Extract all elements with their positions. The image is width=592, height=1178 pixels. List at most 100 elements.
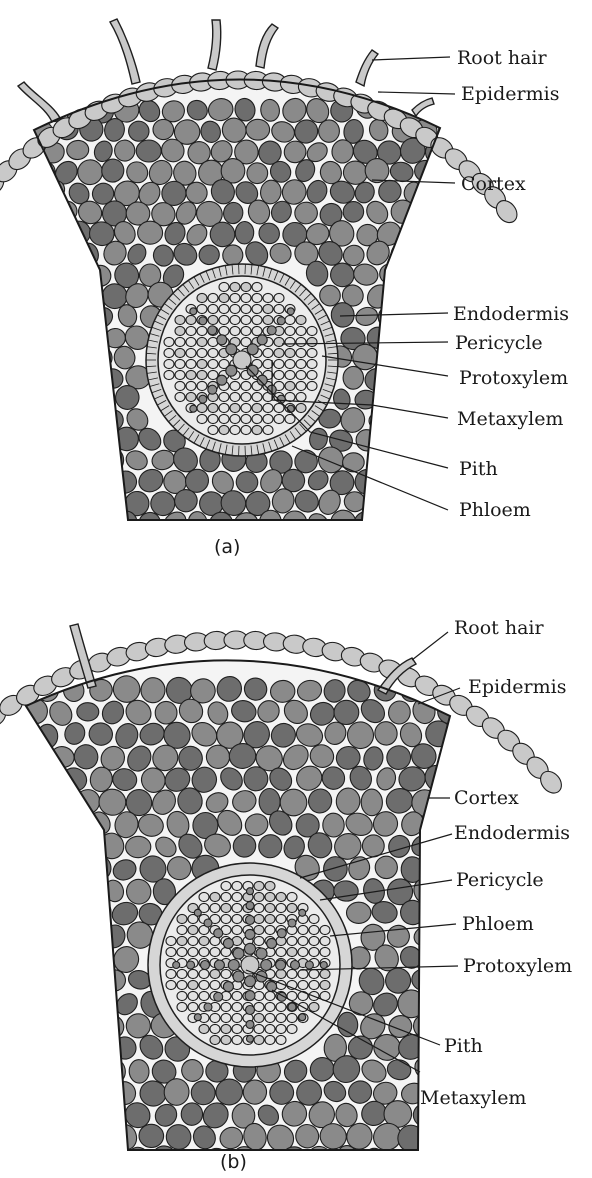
root-hair: [110, 19, 140, 84]
xylem-cell: [277, 317, 285, 325]
cortex-cell: [67, 471, 91, 492]
stele-cell: [221, 892, 231, 901]
label-a-protoxylem: Protoxylem: [459, 367, 568, 389]
stele-cell: [208, 414, 218, 423]
stele-cell: [186, 370, 196, 379]
cortex-cell: [426, 222, 450, 248]
stele-cell: [175, 348, 185, 357]
cortex-cell: [57, 986, 88, 1017]
cortex-cell: [41, 509, 68, 534]
stele-cell: [265, 1013, 275, 1022]
stele-cell: [285, 370, 295, 379]
cortex-cell: [414, 199, 436, 225]
root-hair: [412, 98, 434, 116]
cortex-cell: [412, 365, 439, 391]
cortex-cell: [61, 943, 88, 971]
cortex-cell: [424, 426, 451, 454]
stele-cell: [241, 282, 251, 291]
stele-cell: [232, 925, 242, 934]
stele-cell: [166, 947, 176, 956]
stele-cell: [164, 370, 174, 379]
stele-cell: [188, 1002, 198, 1011]
cortex-cell: [97, 1143, 130, 1176]
xylem-cell: [267, 982, 277, 992]
leader-a-epidermis: [378, 92, 455, 94]
cortex-cell: [18, 739, 55, 776]
cortex-cell: [13, 259, 47, 293]
cortex-cell: [16, 468, 43, 495]
stele-cell: [263, 403, 273, 412]
stele-cell: [252, 282, 262, 291]
xylem-cell: [245, 991, 255, 1001]
stele-cell: [296, 370, 306, 379]
stele-cell: [252, 403, 262, 412]
cortex-cell: [114, 140, 135, 162]
cortex-cell: [439, 243, 461, 264]
cortex-cell: [24, 789, 47, 815]
cortex-cell: [39, 343, 68, 371]
label-a-endodermis: Endodermis: [453, 303, 569, 325]
stele-cell: [219, 282, 229, 291]
stele-cell: [208, 315, 218, 324]
cortex-cell: [63, 301, 92, 330]
xylem-cell: [246, 916, 255, 925]
cortex-cell: [412, 406, 443, 436]
cortex-cell: [88, 1080, 114, 1108]
label-b-root-hair: Root hair: [454, 617, 544, 639]
stele-cell: [298, 980, 308, 989]
cortex-cell: [68, 346, 90, 369]
cortex-cell: [15, 423, 48, 456]
stele-cell: [186, 315, 196, 324]
xylem-cell: [217, 375, 227, 385]
cortex-cell: [52, 239, 81, 268]
cortex-cell: [399, 260, 427, 290]
stele-cell: [208, 293, 218, 302]
cortex-cell: [427, 346, 451, 371]
stele-cell: [274, 304, 284, 313]
cortex-cell: [11, 1079, 36, 1106]
cortex-cell: [9, 903, 35, 926]
stele-cell: [219, 326, 229, 335]
xylem-cell: [276, 960, 286, 970]
stele-cell: [188, 925, 198, 934]
xylem-cell: [288, 919, 296, 927]
stele-cell: [230, 304, 240, 313]
stele-cell: [274, 293, 284, 302]
cortex-cell: [439, 203, 461, 225]
stele-cell: [232, 881, 242, 890]
stele-cell: [219, 392, 229, 401]
stele-cell: [232, 903, 242, 912]
cortex-cell: [41, 264, 67, 288]
stele-cell: [197, 370, 207, 379]
stele-cell: [285, 359, 295, 368]
stele-cell: [232, 914, 242, 923]
cortex-cell: [70, 877, 102, 907]
stele-cell: [230, 392, 240, 401]
stele-cell: [197, 359, 207, 368]
xylem-cell: [194, 909, 201, 916]
stele-cell: [219, 425, 229, 434]
stele-cell: [199, 892, 209, 901]
xylem-cell: [190, 405, 197, 412]
cortex-cell: [34, 285, 54, 309]
stele-cell: [177, 969, 187, 978]
stele-cell: [296, 326, 306, 335]
cortex-cell: [390, 327, 413, 351]
cortex-cell: [59, 812, 86, 838]
label-a-metaxylem: Metaxylem: [457, 408, 563, 430]
stele-cell: [307, 348, 317, 357]
stele-cell: [265, 881, 275, 890]
stele-cell: [186, 326, 196, 335]
cortex-cell: [402, 512, 425, 535]
cortex-cell: [38, 427, 68, 457]
cortex-cell: [400, 427, 428, 454]
stele-cell: [263, 293, 273, 302]
cortex-cell: [388, 489, 418, 519]
cortex-cell: [246, 119, 270, 140]
root-hair: [356, 50, 378, 86]
stele-cell: [221, 969, 231, 978]
xylem-cell: [247, 1035, 254, 1042]
cortex-cell: [71, 831, 101, 861]
xylem-cell: [208, 326, 217, 335]
label-b-pith: Pith: [444, 1035, 483, 1057]
